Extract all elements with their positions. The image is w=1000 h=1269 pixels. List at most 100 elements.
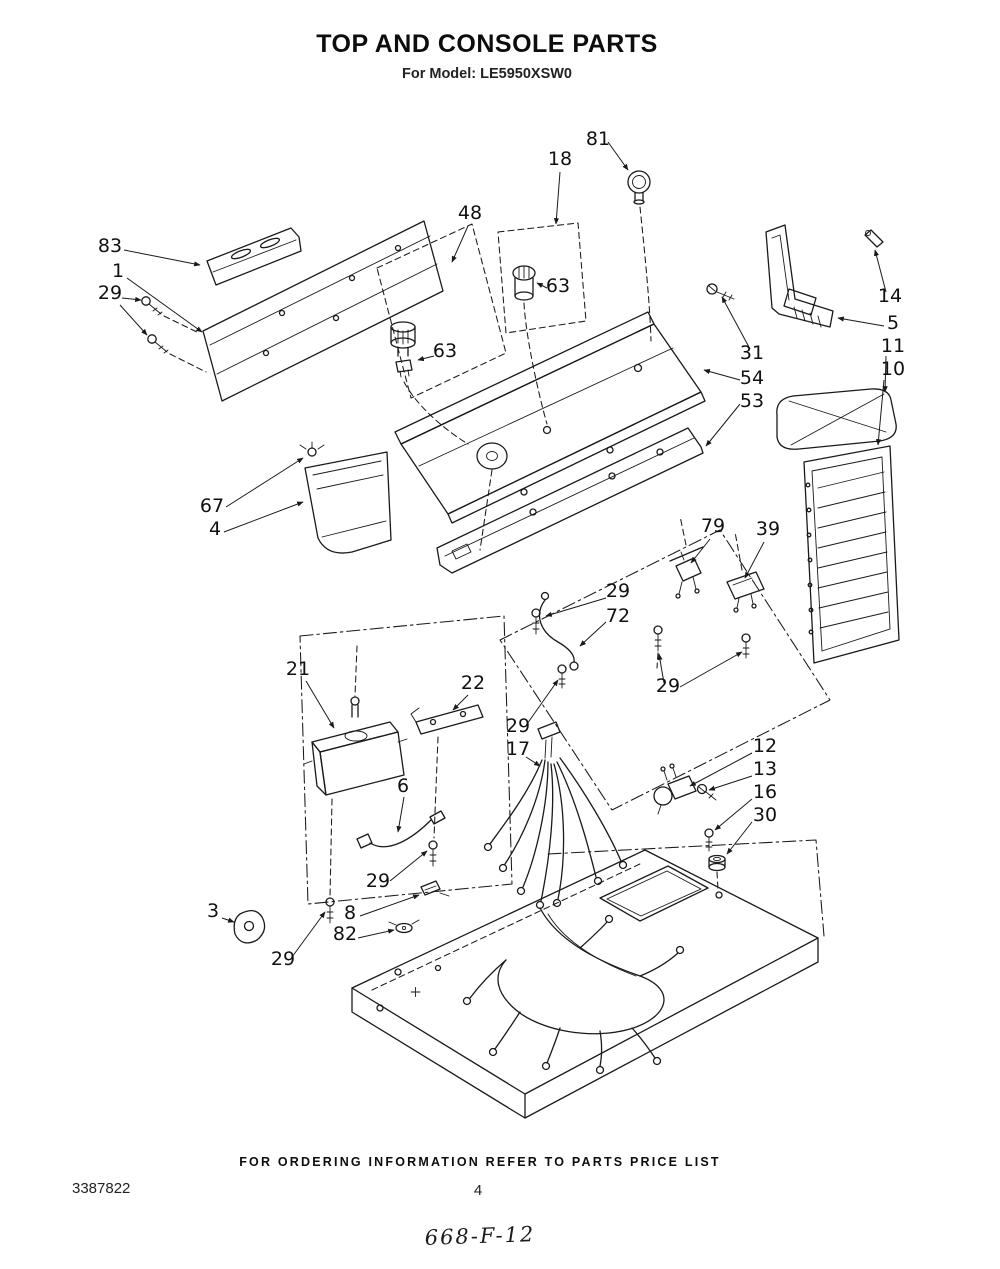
part-callout-18: 18 [548, 148, 572, 170]
part-39-switch [726, 531, 765, 613]
screw-29-topleft [141, 296, 207, 373]
part-callout-8: 8 [344, 902, 356, 924]
part-4-end-cap [304, 451, 392, 554]
leader-line-18 [553, 171, 561, 225]
screw-29-timer-area [428, 840, 438, 867]
footer-note: FOR ORDERING INFORMATION REFER TO PARTS … [239, 1155, 721, 1169]
leader-line-53 [705, 403, 741, 447]
part-callout-3: 3 [207, 900, 219, 922]
part-callout-4: 4 [209, 518, 221, 540]
part-callout-30: 30 [753, 804, 777, 826]
part-callout-72: 72 [606, 605, 630, 627]
leader-line-10 [875, 379, 885, 446]
part-53-console-bracket [436, 427, 704, 574]
part-callout-29: 29 [656, 675, 680, 697]
part-callout-21: 21 [286, 658, 310, 680]
leader-line-17 [525, 756, 541, 767]
part-callout-29: 29 [366, 870, 390, 892]
part-callout-54: 54 [740, 367, 764, 389]
part-callout-67: 67 [200, 495, 224, 517]
part-81-knob [627, 170, 652, 342]
leader-line-29 [526, 679, 559, 725]
part-callout-14: 14 [878, 285, 902, 307]
screw-29-harness [557, 664, 567, 689]
part-17-harness-upper [483, 721, 628, 910]
part-54-console-panel [394, 311, 706, 524]
part-22-bracket [410, 704, 484, 839]
part-callout-53: 53 [740, 390, 764, 412]
leader-line-31 [721, 296, 751, 350]
part-18-knob-kit [497, 222, 587, 425]
part-callout-63: 63 [546, 275, 570, 297]
leader-line-6 [396, 796, 405, 833]
part-48-knob-kit [376, 223, 507, 445]
leader-line-79 [690, 538, 711, 564]
page-number: 4 [473, 1182, 483, 1199]
part-79-switch [669, 515, 704, 599]
leader-line-5 [837, 316, 885, 327]
part-14-pin [864, 229, 884, 248]
part-6-wire-jumper [356, 810, 446, 849]
part-callout-82: 82 [333, 923, 357, 945]
part-callout-6: 6 [397, 775, 409, 797]
part-callout-11: 11 [881, 335, 905, 357]
part-12-switch [653, 763, 697, 815]
part-callout-17: 17 [506, 738, 530, 760]
part-callout-63: 63 [433, 340, 457, 362]
screw-29-right-switch [741, 633, 751, 659]
part-17-harness-lower [462, 907, 685, 1075]
leader-line-22 [452, 694, 469, 711]
leader-line-48 [451, 225, 469, 263]
leader-line-63 [417, 355, 435, 362]
leader-line-3 [221, 917, 235, 923]
leader-line-81 [607, 141, 629, 171]
part-callout-29: 29 [506, 715, 530, 737]
part-1-console-rear-panel [202, 220, 444, 402]
leader-line-83 [123, 249, 201, 267]
part-callout-5: 5 [887, 312, 899, 334]
part-82-clip [388, 919, 420, 934]
page-subtitle: For Model: LE5950XSW0 [401, 66, 572, 82]
part-callout-83: 83 [98, 235, 122, 257]
screw-31 [706, 283, 735, 301]
leader-line-12 [689, 752, 753, 787]
leader-line-14 [873, 249, 887, 293]
part-10-end-panel [803, 445, 900, 664]
leader-line-29 [121, 296, 142, 302]
leader-line-16 [714, 798, 753, 831]
leader-line-39 [744, 541, 765, 579]
document-number: 3387822 [72, 1180, 131, 1197]
part-callout-29: 29 [98, 282, 122, 304]
leader-line-29 [291, 911, 326, 958]
leader-line-82 [357, 928, 395, 939]
part-callout-39: 39 [756, 518, 780, 540]
part-67-clip [299, 441, 325, 457]
leader-line-67 [225, 457, 304, 508]
leader-line-21 [305, 680, 335, 729]
leader-line-72 [579, 621, 607, 647]
leader-line-29 [119, 304, 148, 336]
part-21-timer [303, 645, 408, 898]
part-callout-1: 1 [112, 260, 124, 282]
leader-line-29 [545, 597, 607, 617]
part-callout-29: 29 [271, 948, 295, 970]
leader-line-54 [703, 369, 741, 381]
leader-line-29 [389, 850, 428, 882]
leader-line-29 [679, 651, 743, 688]
part-30-grommet [708, 854, 726, 899]
part-callout-29: 29 [606, 580, 630, 602]
leader-line-30 [726, 821, 753, 855]
part-callout-16: 16 [753, 781, 777, 803]
leader-line-1 [126, 277, 203, 333]
part-11-end-cap-top [776, 388, 897, 450]
part-callout-22: 22 [461, 672, 485, 694]
part-callout-48: 48 [458, 202, 482, 224]
leader-line-13 [708, 775, 753, 791]
screw-29-wire [531, 608, 541, 635]
part-callout-31: 31 [740, 342, 764, 364]
screw-16 [704, 828, 714, 852]
leader-line-29 [657, 653, 665, 684]
part-3-grommet [233, 910, 266, 944]
